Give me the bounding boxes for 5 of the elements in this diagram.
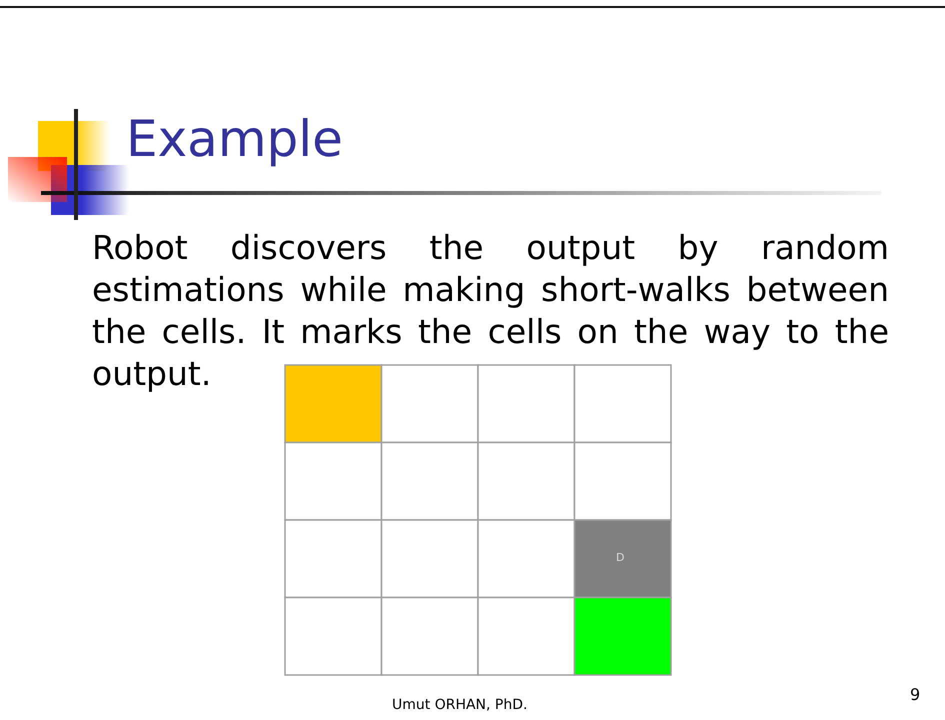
page-number: 9 (910, 685, 920, 704)
author-footer: Umut ORHAN, PhD. (392, 697, 528, 713)
cell-letter: D (616, 551, 624, 564)
body-paragraph: Robot discovers the output by random estimations while making short-walks between the cells. It marks the cells on the way to the output. (92, 227, 889, 395)
slide-title: Example (126, 112, 343, 167)
